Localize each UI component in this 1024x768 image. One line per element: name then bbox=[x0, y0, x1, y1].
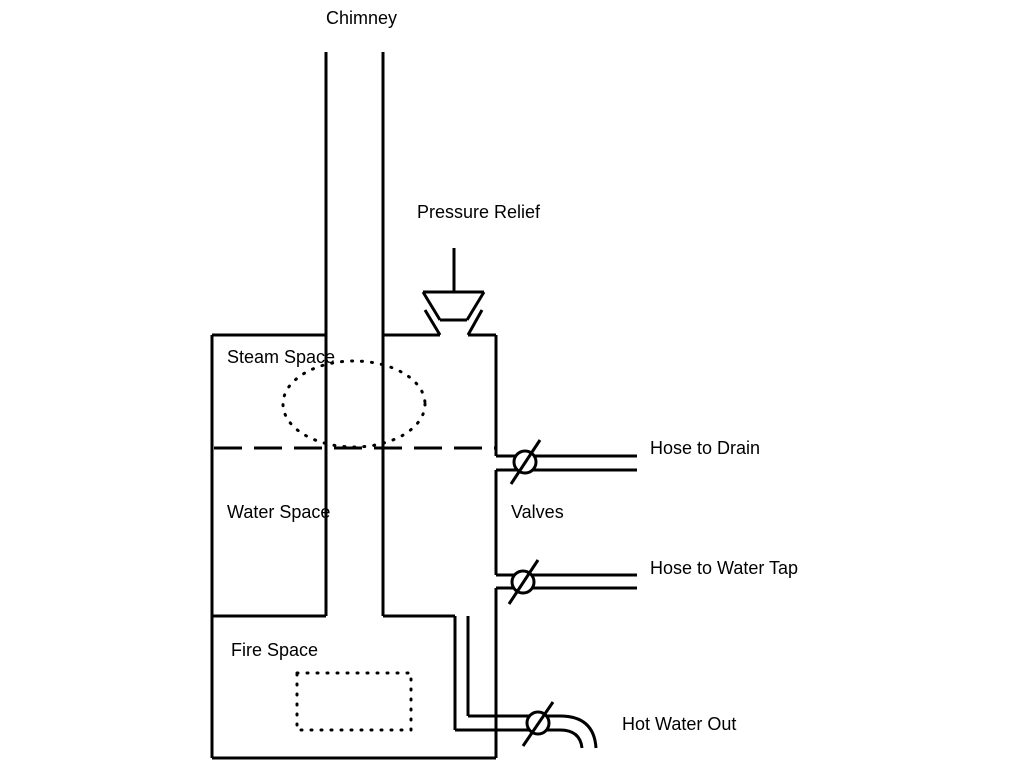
pressure-relief-label: Pressure Relief bbox=[417, 202, 541, 222]
pressure-relief-valve bbox=[421, 248, 486, 336]
hose-to-drain-label: Hose to Drain bbox=[650, 438, 761, 458]
hot-water-out-label: Hot Water Out bbox=[622, 714, 737, 734]
valves-label: Valves bbox=[511, 502, 564, 522]
water-space-label: Water Space bbox=[227, 502, 331, 522]
drain-pipe bbox=[496, 439, 637, 485]
fire-space-label: Fire Space bbox=[231, 640, 319, 660]
chimney bbox=[324, 52, 385, 616]
boiler-body bbox=[210, 333, 498, 760]
steam-ellipse bbox=[281, 359, 427, 449]
hot-water-pipe bbox=[453, 616, 598, 749]
water-tap-pipe bbox=[496, 559, 637, 605]
fire-rect bbox=[295, 671, 413, 732]
hose-to-water-tap-label: Hose to Water Tap bbox=[650, 558, 799, 578]
chimney-label: Chimney bbox=[326, 8, 398, 28]
steam-space-label: Steam Space bbox=[227, 347, 336, 367]
